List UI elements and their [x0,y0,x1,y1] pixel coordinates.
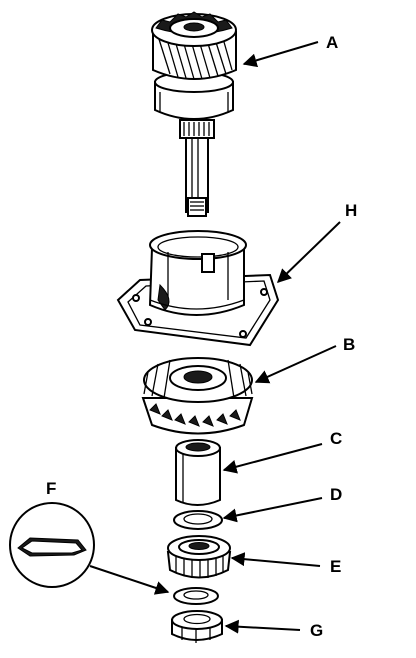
leader-h [276,221,341,283]
leader-g [224,619,301,634]
label-c: C [330,429,342,448]
part-e-bearing [166,535,232,579]
label-f: F [46,479,56,498]
label-h: H [345,201,357,220]
part-a-gear-shaft [151,11,237,217]
part-g-nut [171,610,223,643]
leader-lines [89,41,341,634]
leader-c [222,443,323,474]
leader-e [230,552,321,567]
part-d-washer [173,510,223,530]
part-h-housing [116,230,280,347]
leader-f [89,565,170,595]
label-b: B [343,335,355,354]
label-a: A [326,33,338,52]
leader-b [254,345,337,384]
leader-a [242,41,319,68]
label-d: D [330,485,342,504]
label-e: E [330,557,341,576]
part-f-washer [173,587,219,605]
callout-labels: A H B C D E F G [46,33,357,640]
part-c-spacer [175,439,221,506]
label-g: G [310,621,323,640]
detail-f-callout [9,502,95,588]
part-b-bevel-gear [141,357,254,435]
leader-d [222,497,323,523]
